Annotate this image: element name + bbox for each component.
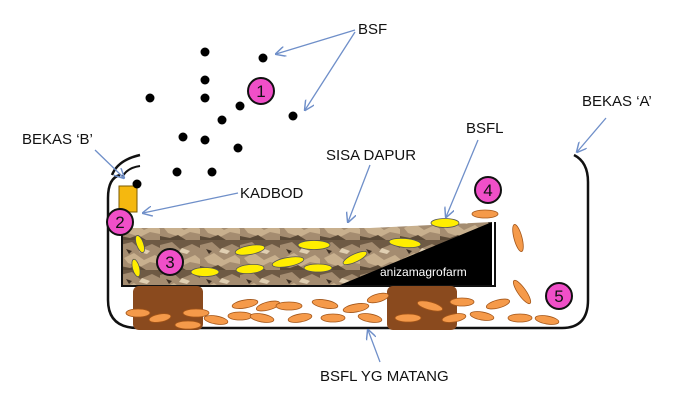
label-sisa-dapur: SISA DAPUR	[326, 147, 416, 164]
marker-2: 2	[106, 208, 134, 236]
pointer-arrows	[94, 29, 607, 363]
label-kadbod: KADBOD	[240, 185, 304, 202]
marker-3: 3	[156, 248, 184, 276]
marker-1: 1	[247, 77, 275, 105]
label-bsf: BSF	[358, 21, 387, 38]
svg-text:3: 3	[165, 253, 174, 272]
label-bsfl: BSFL	[466, 120, 504, 137]
label-bekas-a: BEKAS ‘A’	[582, 93, 652, 110]
bekas-b-tray	[121, 200, 496, 287]
svg-text:1: 1	[256, 82, 265, 101]
watermark-text: anizamagrofarm	[380, 265, 467, 279]
bsfl-larvae-yellow	[131, 218, 460, 278]
svg-text:5: 5	[554, 287, 563, 306]
label-bsfl-matang: BSFL YG MATANG	[320, 368, 449, 385]
support-right	[387, 286, 457, 330]
bsf-flies	[132, 47, 298, 189]
svg-text:4: 4	[483, 181, 492, 200]
marker-4: 4	[474, 176, 502, 204]
bekas-b-edge	[110, 153, 141, 176]
marker-5: 5	[545, 282, 573, 310]
bekas-b-edge-inner	[121, 165, 141, 179]
shadow-corner	[340, 222, 492, 285]
svg-text:2: 2	[115, 213, 124, 232]
kadbod-piece	[118, 185, 138, 213]
bekas-a-container	[106, 153, 590, 330]
label-bekas-b: BEKAS ‘B’	[22, 131, 93, 148]
bsfl-larvae-orange	[125, 209, 560, 330]
